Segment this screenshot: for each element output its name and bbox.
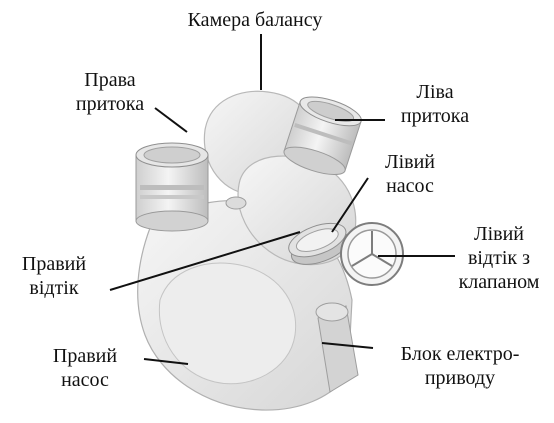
label-right-outflow: Правий відтік	[0, 252, 108, 300]
label-right-inflow: Права притока	[60, 68, 160, 116]
left-pump-line2: насос	[360, 174, 460, 198]
left-outflow-line2: відтік з	[444, 246, 554, 270]
right-outflow-line2: відтік	[0, 276, 108, 300]
drive-unit-line2: приводу	[370, 366, 550, 390]
drive-unit-line1: Блок електро-	[370, 342, 550, 366]
right-outflow-line1: Правий	[0, 252, 108, 276]
left-inflow-line1: Ліва	[380, 80, 490, 104]
right-pump-line2: насос	[30, 368, 140, 392]
valve-disc	[341, 223, 403, 285]
right-pump-line1: Правий	[30, 344, 140, 368]
left-inflow-line2: притока	[380, 104, 490, 128]
left-outflow-line1: Лівий	[444, 222, 554, 246]
right-inflow-connector	[136, 143, 208, 231]
label-left-outflow: Лівий відтік з клапаном	[444, 222, 554, 294]
label-balance-chamber: Камера балансу	[150, 8, 360, 32]
top-stub	[226, 197, 246, 209]
label-left-inflow: Ліва притока	[380, 80, 490, 128]
left-outflow-line3: клапаном	[444, 270, 554, 294]
balance-chamber-text: Камера балансу	[188, 9, 323, 31]
right-inflow-line1: Права	[60, 68, 160, 92]
right-inflow-line2: притока	[60, 92, 160, 116]
label-right-pump: Правий насос	[30, 344, 140, 392]
left-pump-line1: Лівий	[360, 150, 460, 174]
label-left-pump: Лівий насос	[360, 150, 460, 198]
label-drive-unit: Блок електро- приводу	[370, 342, 550, 390]
